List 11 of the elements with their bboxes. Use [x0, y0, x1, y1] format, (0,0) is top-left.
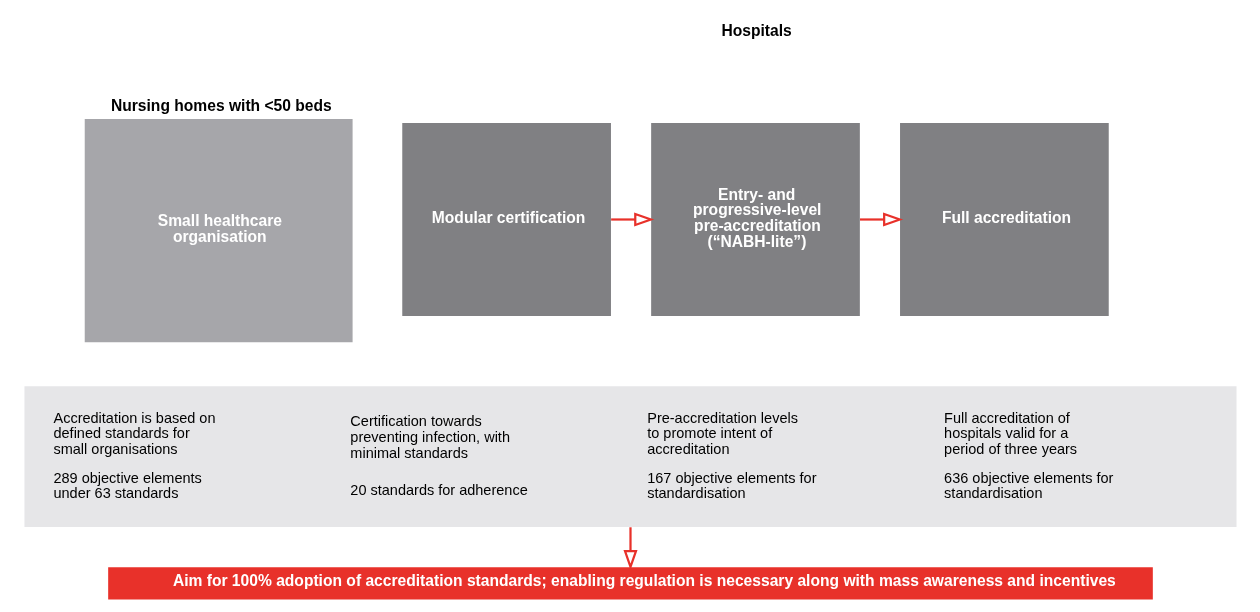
arrow	[622, 527, 638, 571]
node-box: Accreditation is based on defined standards for small organisations 289 objective elements under 63 standards Certification towards preventing infection, with minimal standards 20 standards for adherence Pre-accreditation levels to promote intent of accreditation 167 objective elements for standardisation Full accreditation of hospitals valid for a period of three years 636 objective elements for standardisation	[23, 386, 1237, 527]
node-box: Entry- and progressive-level pre-accreditation (“NABH-lite”)	[650, 122, 860, 317]
label: Hospitals	[720, 21, 792, 39]
node-box: Small healthcare organisation	[84, 119, 353, 343]
arrow	[859, 212, 903, 227]
node-box: Aim for 100% adoption of accreditation standards; enabling regulation is necessary along with mass awareness and incentives	[107, 567, 1153, 600]
node-label: Nursing homes with <50 beds	[110, 97, 332, 115]
arrow	[610, 212, 654, 227]
node-box: Full accreditation	[899, 122, 1109, 317]
node-box: Modular certification	[401, 122, 611, 317]
